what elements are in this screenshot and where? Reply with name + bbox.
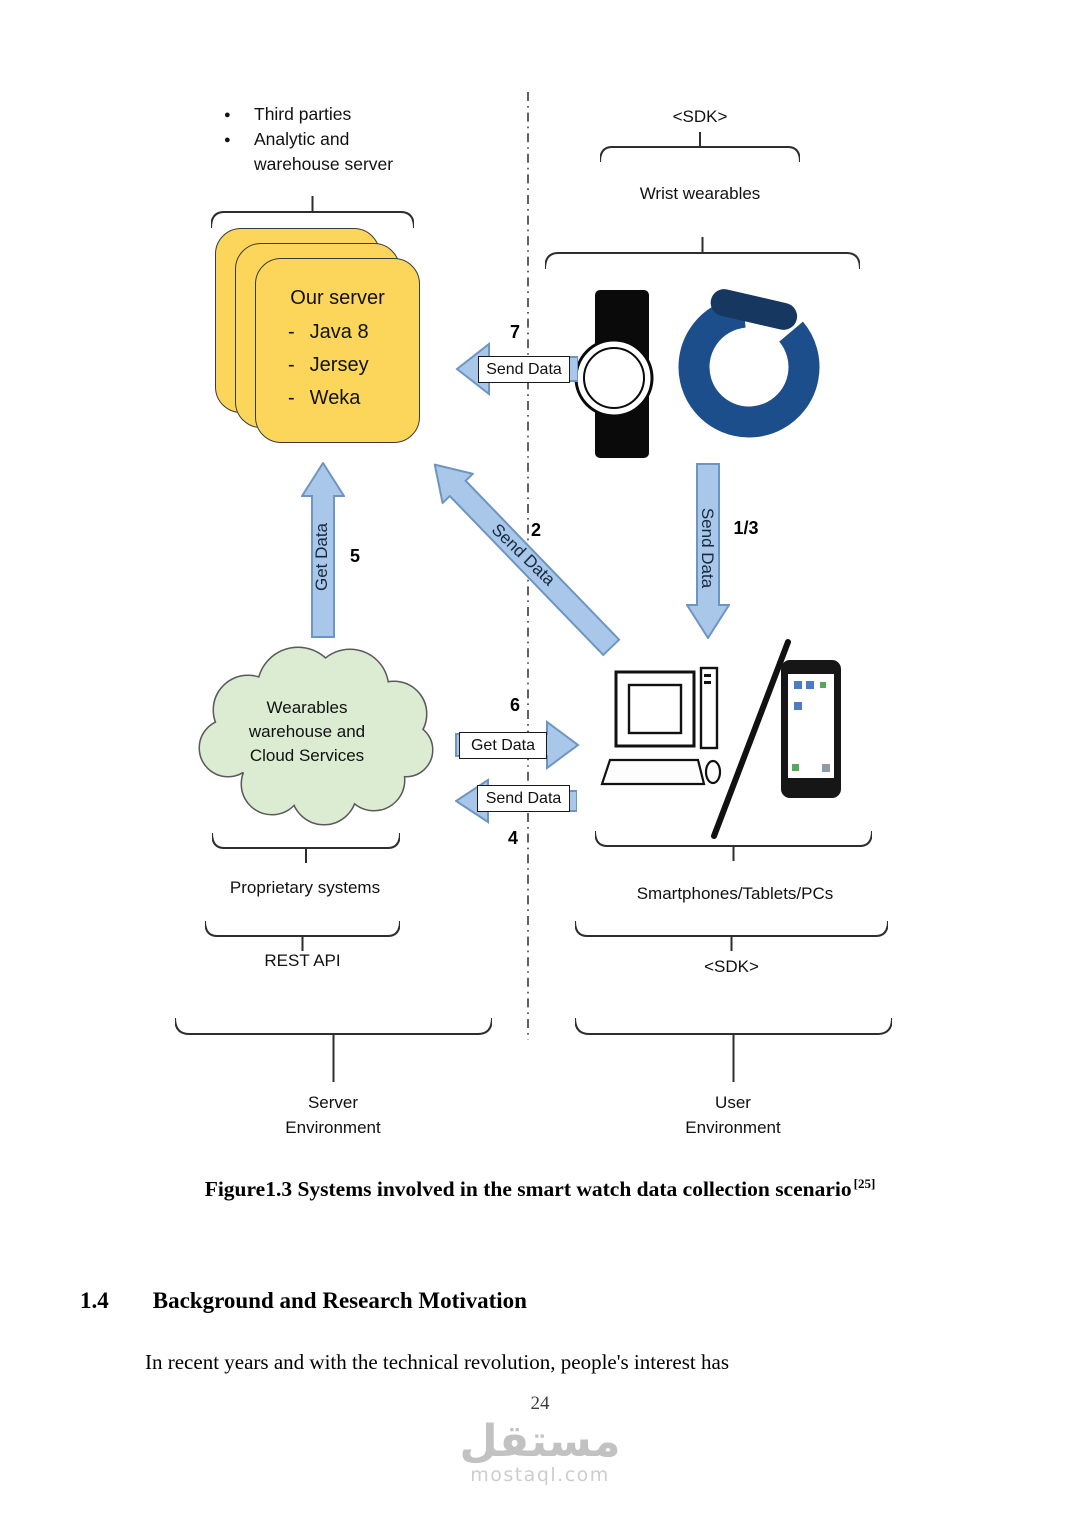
get-data-label-5: Get Data	[312, 522, 331, 592]
server-card-items: Java 8 Jersey Weka	[256, 316, 419, 415]
proprietary-systems-brace	[212, 833, 400, 863]
server-stack-brace	[211, 196, 414, 228]
server-card-item: Weka	[256, 382, 419, 415]
cloud-services-icon	[198, 646, 434, 826]
user-environment-brace	[575, 1018, 892, 1082]
section-heading: 1.4 Background and Research Motivation	[80, 1288, 527, 1314]
proprietary-systems-label: Proprietary systems	[229, 878, 381, 897]
arrow-send-data-13	[686, 463, 730, 639]
rest-api-label: REST API	[264, 951, 341, 970]
arrow-send-data-2	[433, 463, 621, 657]
arrow-number-13: 1/3	[733, 518, 759, 538]
cloud-label: Wearables warehouse and Cloud Services	[248, 698, 366, 765]
arrow-number-5: 5	[349, 546, 360, 566]
figure-caption: Figure1.3 Systems involved in the smart …	[0, 1176, 1080, 1202]
arrow-number-6: 6	[509, 695, 520, 715]
server-card-title: Our server	[290, 287, 385, 309]
wrist-wearables-brace	[545, 237, 860, 269]
server-card-item: Java 8	[256, 316, 419, 349]
page-number: 24	[530, 1393, 550, 1414]
sdk-top-label: <SDK>	[672, 107, 728, 126]
get-data-label-6: Get Data	[459, 732, 547, 759]
smartphones-brace	[595, 831, 872, 861]
server-environment-brace	[175, 1018, 492, 1082]
send-data-label-7: Send Data	[478, 356, 570, 383]
desktop-pc-icon	[600, 639, 841, 839]
sdk-bottom-brace	[575, 921, 888, 951]
smartwatch-icon	[574, 290, 654, 458]
slash-divider-icon	[711, 639, 791, 839]
section-title: Background and Research Motivation	[152, 1288, 527, 1313]
user-environment-label: User Environment	[685, 1093, 781, 1137]
bullet-item: Third parties	[218, 102, 414, 128]
rest-api-brace	[205, 921, 400, 951]
send-data-label-4: Send Data	[477, 785, 570, 812]
section-number: 1.4	[80, 1288, 109, 1313]
bullet-item: Analytic and warehouse server	[218, 127, 414, 177]
tablet-icon	[781, 660, 841, 798]
citation-marker: [25]	[853, 1176, 876, 1191]
server-card-item: Jersey	[256, 349, 419, 382]
wrist-wearables-label: Wrist wearables	[639, 184, 761, 203]
arrow-number-2: 2	[530, 520, 541, 540]
sdk-bottom-label: <SDK>	[704, 957, 759, 976]
sdk-top-brace	[600, 132, 800, 162]
arrow-number-7: 7	[509, 322, 520, 342]
send-data-label-13: Send Data	[698, 507, 717, 589]
server-card-front: Our server Java 8 Jersey Weka	[255, 258, 420, 443]
server-environment-label: Server Environment	[285, 1093, 381, 1137]
body-paragraph: In recent years and with the technical r…	[145, 1350, 729, 1374]
wearable-brand-c-logo-icon	[678, 289, 820, 438]
arrow-get-data-5	[301, 462, 345, 638]
figure-caption-text: Figure1.3 Systems involved in the smart …	[204, 1177, 852, 1202]
smartphones-label: Smartphones/Tablets/PCs	[636, 884, 834, 903]
third-parties-bullet-list: Third parties Analytic and warehouse ser…	[218, 102, 414, 177]
watermark-arabic-logo: مستقل	[459, 1416, 621, 1467]
watermark-site-text: mostaql.com	[470, 1464, 610, 1486]
arrow-number-4: 4	[507, 828, 518, 848]
